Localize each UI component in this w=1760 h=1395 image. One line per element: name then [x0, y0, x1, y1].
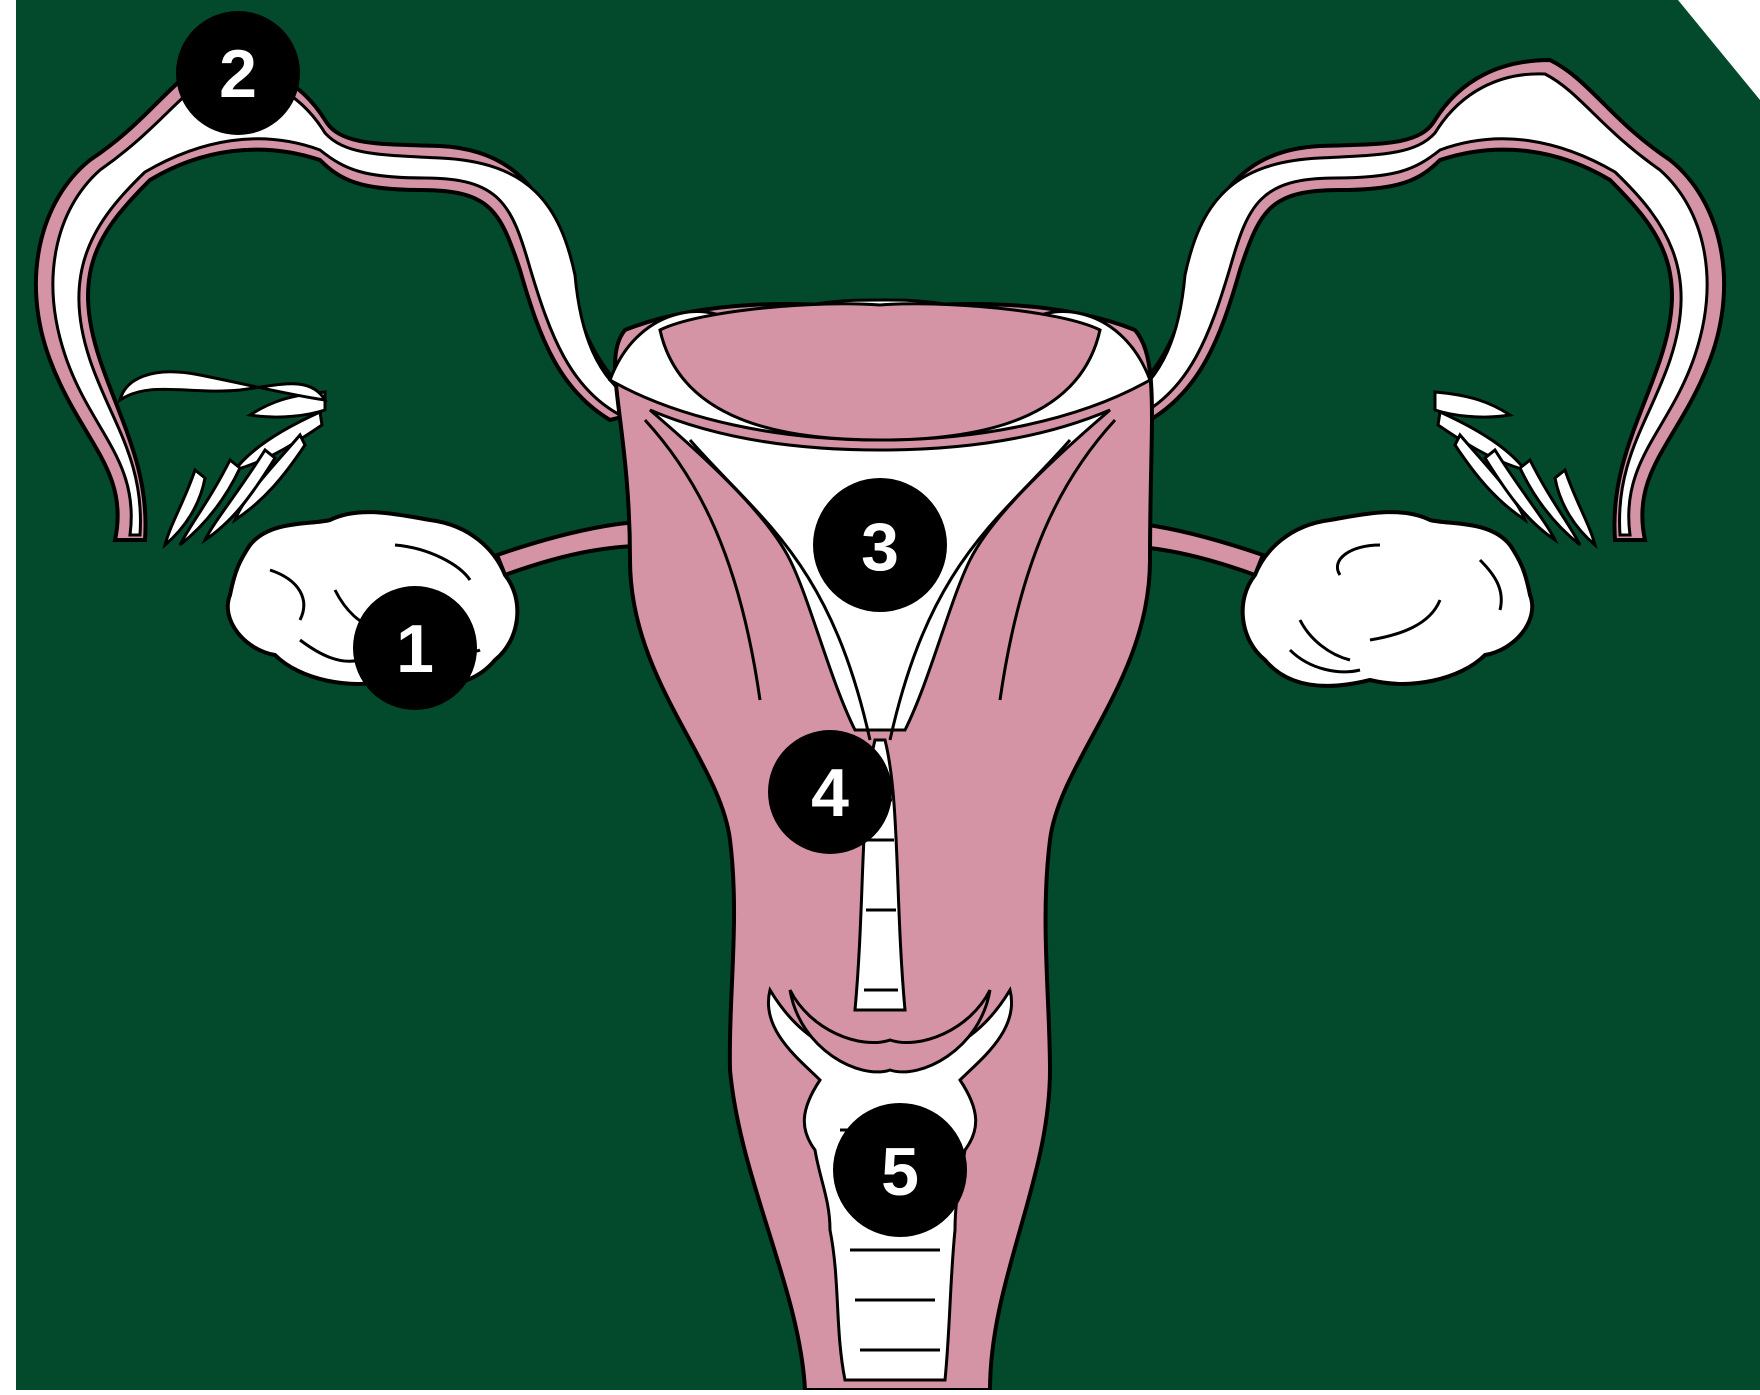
marker-4[interactable]: 4	[768, 730, 892, 854]
marker-5-label: 5	[881, 1134, 919, 1210]
marker-3[interactable]: 3	[813, 478, 947, 612]
marker-2-label: 2	[219, 36, 257, 112]
marker-5[interactable]: 5	[833, 1103, 967, 1237]
marker-2[interactable]: 2	[176, 11, 300, 135]
marker-4-label: 4	[811, 755, 849, 831]
marker-1-label: 1	[396, 611, 434, 687]
marker-3-label: 3	[861, 509, 899, 585]
marker-1[interactable]: 1	[353, 586, 477, 710]
